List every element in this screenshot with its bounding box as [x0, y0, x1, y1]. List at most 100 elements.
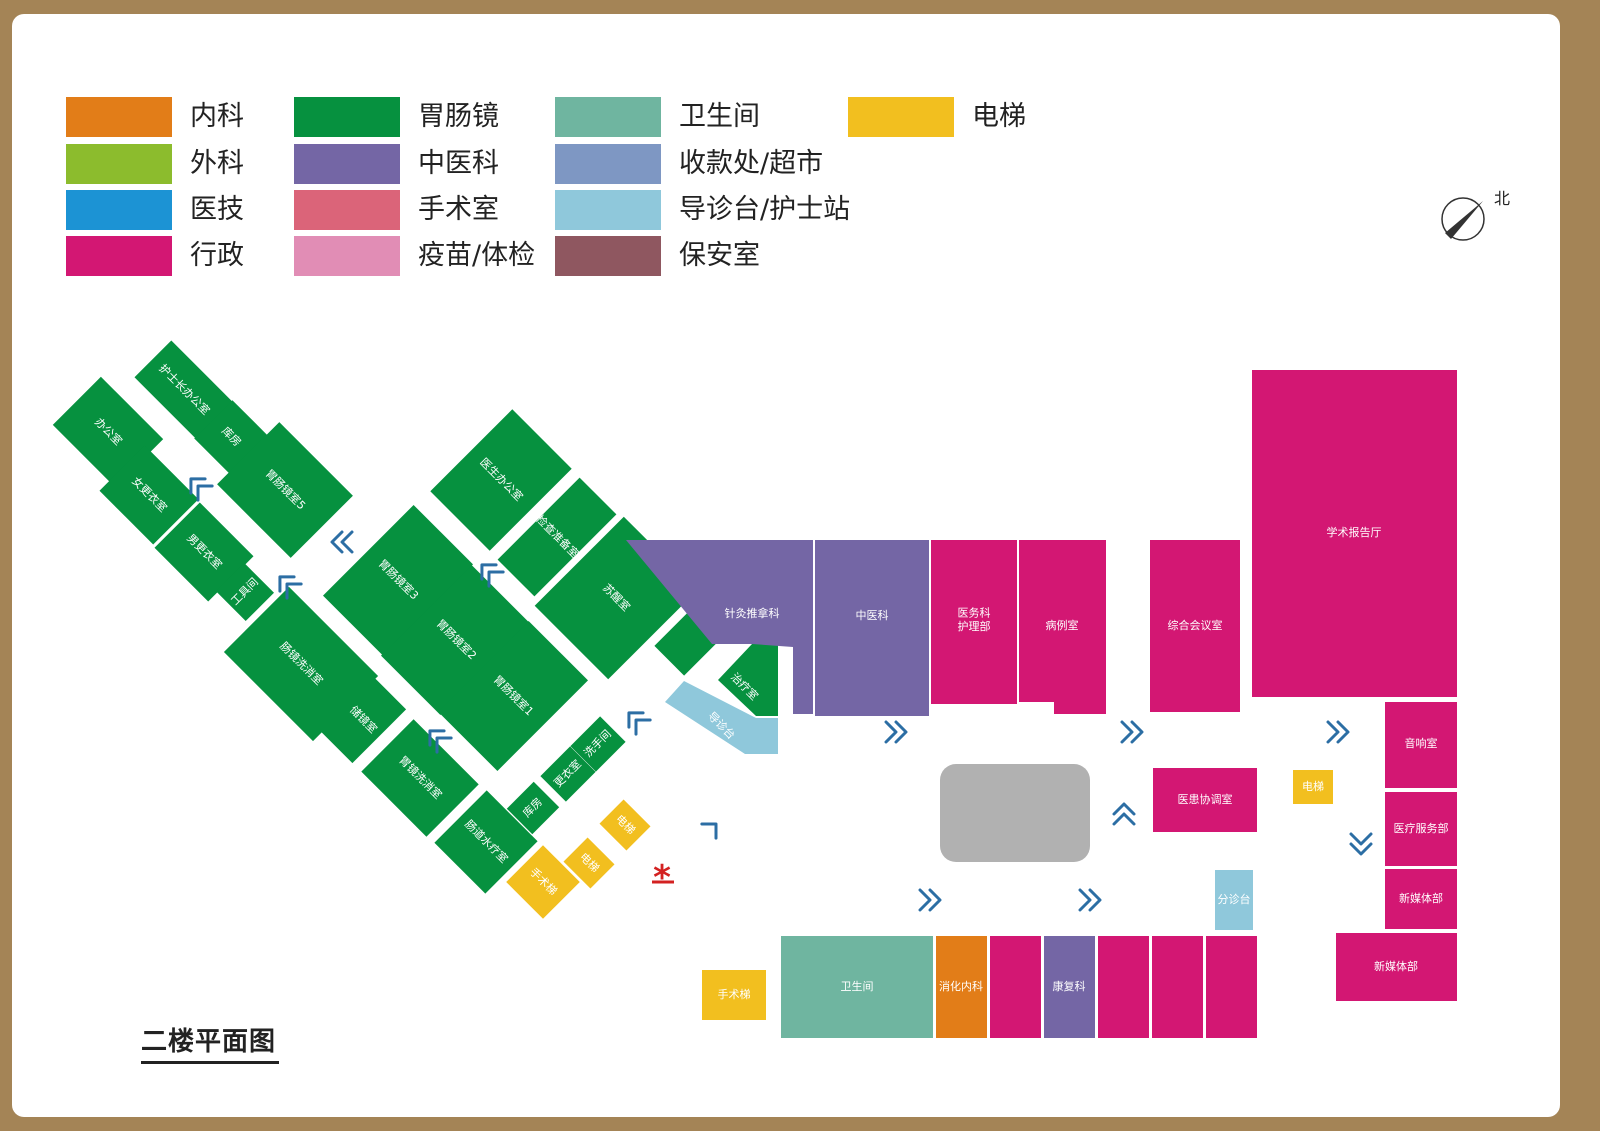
room-label: 病例室 — [1046, 618, 1079, 632]
room-label: 电梯 — [1302, 780, 1324, 793]
room-label: 消化内科 — [939, 979, 983, 993]
legend-label: 卫生间 — [679, 101, 760, 132]
direction-arrow — [627, 711, 652, 736]
compass-label: 北 — [1494, 189, 1510, 208]
room — [134, 340, 234, 440]
direction-arrow — [700, 822, 718, 840]
legend-swatch — [294, 190, 400, 230]
room — [154, 502, 254, 602]
direction-arrow — [1120, 720, 1144, 744]
legend-swatch — [66, 144, 172, 184]
legend-swatch — [294, 236, 400, 276]
legend-label: 中医科 — [418, 148, 499, 179]
room — [936, 936, 987, 1038]
room — [223, 586, 379, 742]
compass-icon — [1441, 197, 1485, 241]
room — [931, 540, 1017, 704]
room — [1019, 540, 1106, 714]
room — [1153, 768, 1257, 832]
room — [570, 716, 626, 772]
room-label: 新媒体部 — [1399, 891, 1443, 905]
map-title: 二楼平面图 — [141, 1027, 277, 1057]
room-unlabeled — [1098, 936, 1149, 1038]
room-label: 康复科 — [1053, 979, 1086, 993]
legend-swatch — [66, 236, 172, 276]
direction-arrow — [1326, 720, 1350, 744]
legend-swatch — [848, 97, 954, 137]
room-label: 医患协调室 — [1178, 792, 1233, 806]
legend-label: 行政 — [190, 240, 244, 271]
room-label: 中医科 — [856, 608, 889, 622]
legend-label: 收款处/超市 — [679, 148, 824, 179]
room — [319, 676, 407, 764]
room-label: 针灸推拿科 — [725, 606, 780, 620]
legend-swatch — [66, 97, 172, 137]
room — [1385, 869, 1457, 929]
floor-plan: 护士长办公室办公室库房胃肠镜室5女更衣室男更衣室工具间肠镜洗消室储镜室胃镜洗消室… — [52, 189, 1510, 1038]
room — [216, 563, 274, 621]
room — [563, 837, 615, 889]
legend-swatch — [555, 144, 661, 184]
legend-swatch — [555, 190, 661, 230]
legend-label: 疫苗/体检 — [418, 240, 536, 271]
room — [1044, 936, 1095, 1038]
room — [665, 681, 778, 754]
direction-arrow — [330, 530, 354, 554]
room — [438, 621, 588, 771]
legend-swatch — [66, 190, 172, 230]
room — [718, 644, 778, 716]
room — [430, 409, 572, 551]
room-label: 新媒体部 — [1374, 959, 1418, 973]
room-label: 医疗服务部 — [1394, 821, 1449, 835]
room-unlabeled — [1206, 936, 1257, 1038]
location-marker: * — [653, 858, 671, 898]
room — [1252, 370, 1457, 697]
room — [361, 719, 479, 837]
room — [217, 422, 353, 558]
direction-arrow — [884, 720, 908, 744]
room — [1293, 770, 1333, 804]
room — [323, 505, 473, 655]
direction-arrow — [1112, 802, 1136, 826]
legend-label: 内科 — [190, 101, 244, 132]
room — [1215, 870, 1253, 930]
legend-label: 保安室 — [679, 240, 760, 271]
room — [506, 781, 560, 835]
room — [815, 540, 929, 716]
direction-arrow — [1349, 832, 1373, 856]
room-unlabeled — [1152, 936, 1203, 1038]
legend-label: 外科 — [190, 148, 244, 179]
room-label: 手术梯 — [718, 987, 751, 1001]
room-label: 综合会议室 — [1168, 618, 1223, 632]
legend-label: 导诊台/护士站 — [679, 194, 851, 225]
room-label: 卫生间 — [841, 979, 874, 993]
room-label: 学术报告厅 — [1327, 525, 1382, 539]
direction-arrow — [428, 729, 453, 754]
legend-swatch — [294, 144, 400, 184]
room — [599, 799, 651, 851]
legend-label: 电梯 — [972, 101, 1026, 132]
legend-label: 手术室 — [418, 194, 499, 225]
room-unlabeled — [940, 764, 1090, 862]
room — [99, 445, 199, 545]
room — [1385, 792, 1457, 866]
room — [1150, 540, 1240, 712]
room — [540, 746, 596, 802]
room-label: 分诊台 — [1218, 892, 1251, 906]
room — [781, 936, 933, 1038]
title-underline — [141, 1061, 279, 1064]
room — [506, 845, 580, 919]
floor-plan-board: 内科外科医技行政胃肠镜中医科手术室疫苗/体检卫生间收款处/超市导诊台/护士站保安… — [12, 14, 1560, 1117]
legend-swatch — [294, 97, 400, 137]
room — [194, 400, 268, 474]
room-label: 音响室 — [1405, 736, 1438, 750]
room — [1336, 933, 1457, 1001]
room — [497, 477, 617, 597]
legend-label: 医技 — [190, 194, 244, 225]
direction-arrow — [480, 563, 505, 588]
room — [1385, 702, 1457, 788]
direction-arrow — [1078, 888, 1102, 912]
direction-arrow — [278, 575, 303, 600]
room — [434, 790, 538, 894]
direction-arrow — [918, 888, 942, 912]
